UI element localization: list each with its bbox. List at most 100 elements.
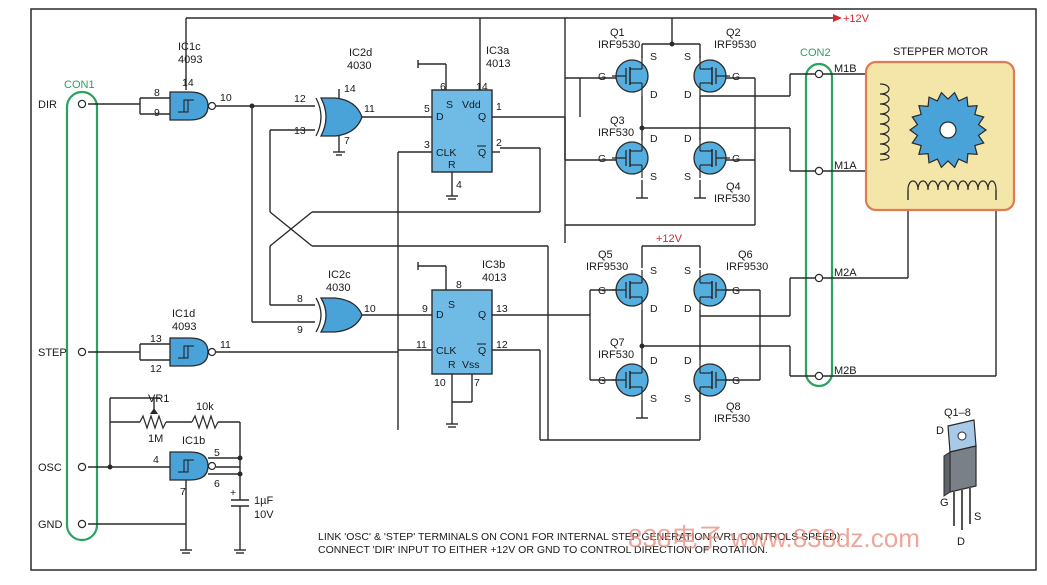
svg-text:13: 13	[294, 125, 306, 137]
pin-letter: D	[684, 89, 692, 101]
h-bridge-2: +12V	[589, 233, 790, 419]
con1-step-label: STEP	[38, 347, 67, 359]
svg-text:+: +	[230, 487, 236, 499]
svg-text:Vdd: Vdd	[462, 99, 481, 111]
svg-text:4013: 4013	[482, 272, 506, 284]
svg-text:CLK: CLK	[436, 345, 456, 357]
ic1c-gate: IC1c 4093 14 8 9 10	[88, 41, 232, 121]
pin-letter: S	[650, 171, 657, 183]
svg-text:14: 14	[476, 81, 488, 93]
ic2c-xor-gate: IC2c 4030 8 9 10	[297, 269, 432, 336]
mosfet-type: IRF530	[714, 193, 750, 205]
schematic-notes: LINK 'OSC' & 'STEP' TERMINALS ON CON1 FO…	[318, 531, 843, 556]
watermark-text: 838电子 www.838dz.com	[628, 523, 920, 553]
svg-text:10: 10	[434, 377, 446, 389]
mosfet-ref: Q6	[738, 249, 753, 261]
svg-text:4: 4	[456, 179, 462, 191]
con1-osc-label: OSC	[38, 462, 62, 474]
mosfet-type: IRF9530	[586, 261, 628, 273]
rotor-shaft	[939, 121, 957, 139]
svg-text:D: D	[436, 309, 444, 321]
pin-letter: S	[650, 51, 657, 63]
mosfet-ref: Q1	[610, 27, 625, 39]
svg-text:8: 8	[297, 293, 303, 305]
svg-text:7: 7	[180, 486, 186, 498]
svg-text:S: S	[974, 511, 981, 523]
svg-text:IC2c: IC2c	[328, 269, 351, 281]
svg-text:1M: 1M	[148, 433, 163, 445]
mosfet-type: IRF9530	[714, 39, 756, 51]
mosfet-package-drawing: Q1–8 D G D S	[936, 407, 981, 548]
svg-text:11: 11	[364, 103, 375, 115]
mosfet-ref: Q4	[726, 181, 741, 193]
pin-letter: D	[650, 133, 658, 145]
svg-text:+12V: +12V	[656, 233, 683, 245]
svg-text:13: 13	[150, 333, 162, 345]
svg-text:10V: 10V	[254, 509, 274, 521]
mosfet-type: IRF9530	[598, 39, 640, 51]
pin-letter: S	[684, 51, 691, 63]
svg-text:13: 13	[496, 303, 508, 315]
svg-text:IC3a: IC3a	[486, 45, 510, 57]
svg-text:M1B: M1B	[834, 63, 857, 75]
svg-text:10: 10	[364, 303, 376, 315]
gate-letter: G	[598, 285, 606, 297]
svg-text:D: D	[936, 425, 944, 437]
svg-text:IC1c: IC1c	[178, 41, 201, 53]
svg-text:8: 8	[456, 279, 462, 291]
pin-letter: D	[684, 355, 692, 367]
gate-letter: G	[732, 285, 740, 297]
mosfet-ref: Q8	[726, 401, 741, 413]
svg-text:7: 7	[344, 135, 350, 147]
h-bridge-1	[564, 43, 790, 226]
pin-letter: D	[650, 303, 658, 315]
svg-text:IC1d: IC1d	[172, 308, 195, 320]
motor-coil-a	[879, 83, 890, 161]
svg-text:11: 11	[416, 339, 427, 351]
ic3a-flipflop: IC3a 4013 6 14 5 1 3 2 4 S Vdd D Q CLK R…	[397, 45, 565, 430]
svg-text:4013: 4013	[486, 58, 510, 70]
svg-text:1: 1	[496, 101, 502, 113]
motor-title: STEPPER MOTOR	[893, 46, 988, 58]
ic3b-flipflop: IC3b 4013 8 9 13 11 12 10 7 S D Q CLK Q …	[398, 259, 701, 441]
svg-text:7: 7	[474, 377, 480, 389]
svg-text:5: 5	[214, 447, 220, 459]
mosfet-type: IRF9530	[726, 261, 768, 273]
pin-letter: S	[650, 265, 657, 277]
con1-connector: CON1 DIR STEP OSC GND	[38, 79, 99, 542]
svg-text:4030: 4030	[326, 282, 350, 294]
note-line-2: CONNECT 'DIR' INPUT TO EITHER +12V OR GN…	[318, 544, 768, 556]
mosfet-type: IRF530	[598, 127, 634, 139]
svg-text:4093: 4093	[172, 321, 196, 333]
motor-coil-b	[907, 180, 997, 200]
svg-text:12: 12	[294, 93, 306, 105]
svg-text:11: 11	[220, 339, 231, 351]
gate-letter: G	[732, 375, 740, 387]
svg-text:VR1: VR1	[148, 393, 169, 405]
svg-text:R: R	[448, 159, 456, 171]
pin-letter: D	[684, 303, 692, 315]
svg-text:10k: 10k	[196, 401, 214, 413]
mosfet-ref: Q2	[726, 27, 741, 39]
svg-text:8: 8	[154, 87, 160, 99]
svg-text:IC1b: IC1b	[182, 435, 205, 447]
svg-text:IC3b: IC3b	[482, 259, 505, 271]
con2-title: CON2	[800, 47, 831, 59]
svg-text:4: 4	[153, 454, 159, 466]
svg-text:D: D	[436, 111, 444, 123]
svg-text:Q: Q	[478, 111, 486, 123]
mosfet-type: IRF530	[598, 349, 634, 361]
svg-text:M2A: M2A	[834, 267, 857, 279]
svg-text:M1A: M1A	[834, 160, 857, 172]
svg-text:Q1–8: Q1–8	[944, 407, 971, 419]
pin-letter: S	[650, 393, 657, 405]
